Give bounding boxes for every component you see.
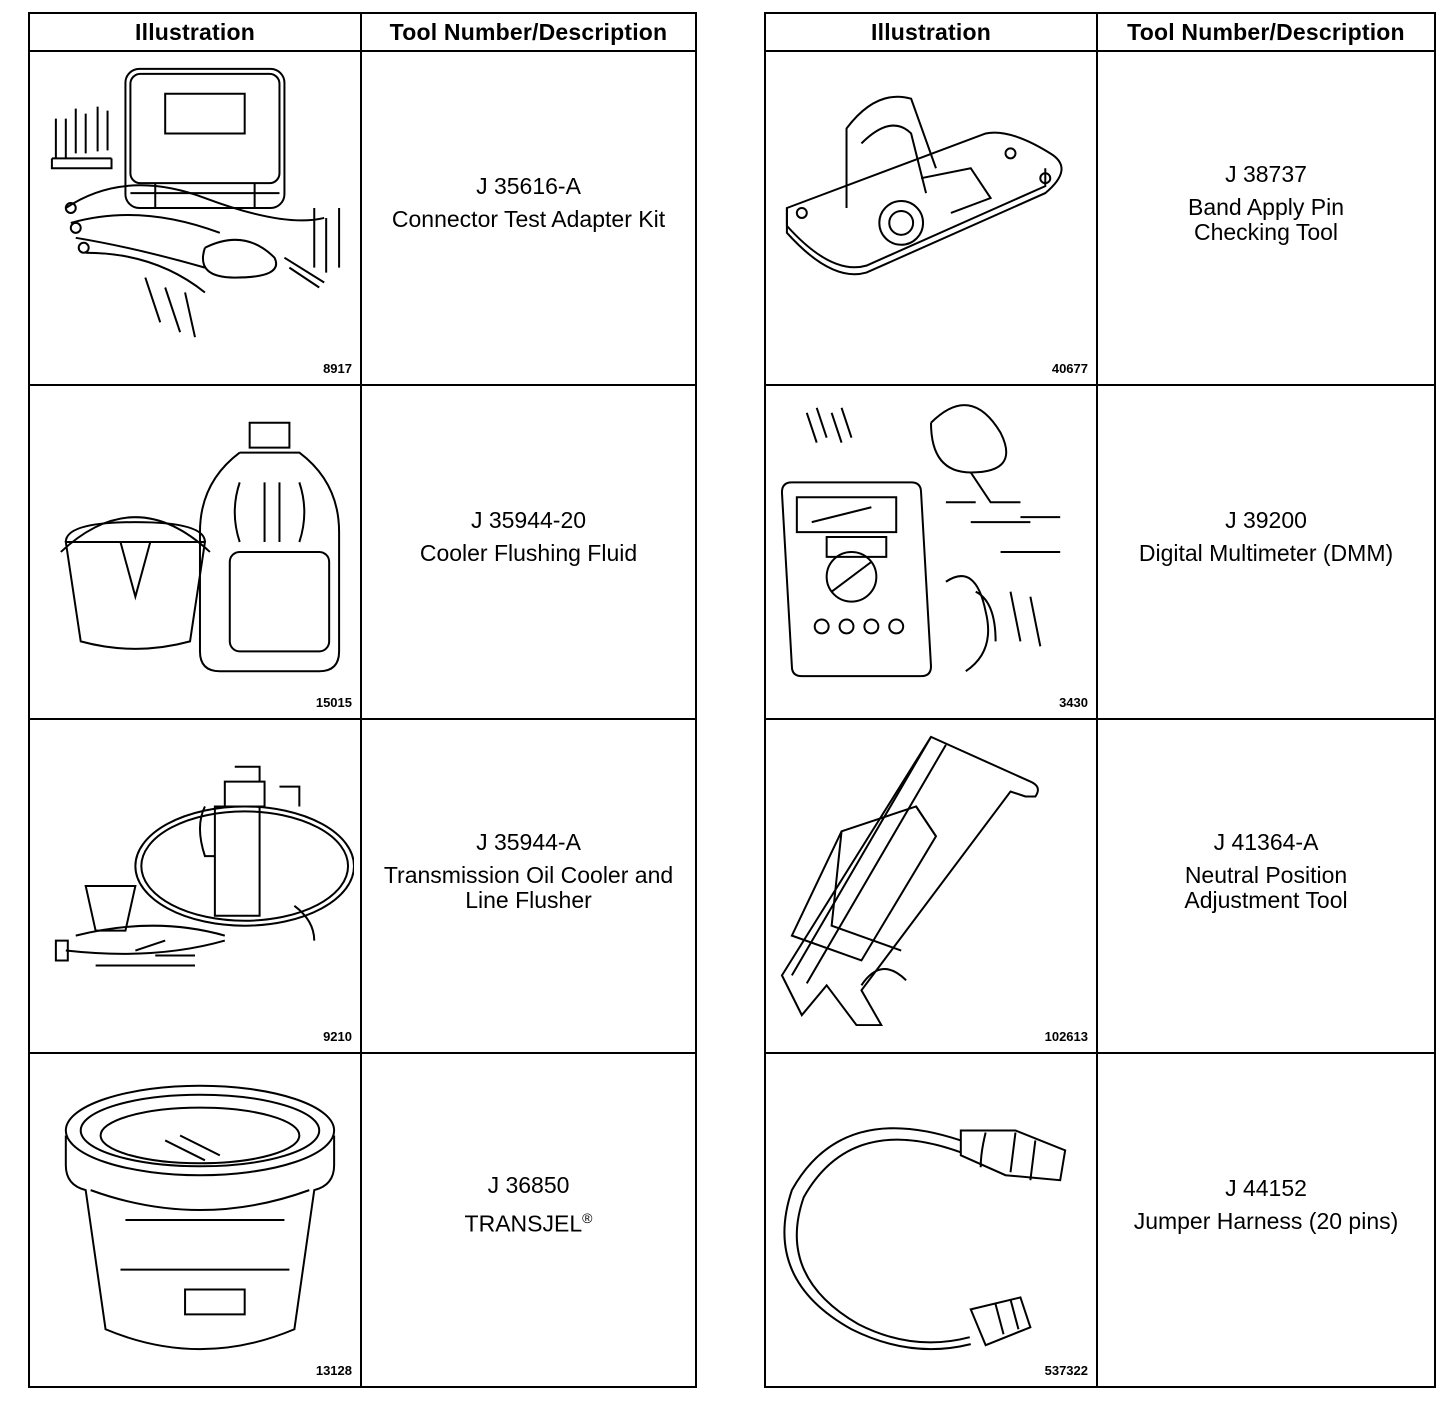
tool-number: J 38737: [1225, 160, 1307, 187]
oil-cooler-flusher-icon: [36, 726, 354, 1026]
tool-number: J 35616-A: [476, 173, 581, 199]
tool-description-cell: J 38737 Band Apply Pin Checking Tool: [1096, 50, 1436, 386]
header-row: Illustration Tool Number/Description: [28, 12, 697, 52]
table-row: 40677 J 38737 Band Apply Pin Checking To…: [764, 50, 1436, 386]
tool-number: J 39200: [1225, 507, 1307, 533]
tool-description: Connector Test Adapter Kit: [391, 206, 666, 232]
figure-number: 537322: [1044, 1363, 1088, 1378]
table-row: 9210 J 35944-A Transmission Oil Cooler a…: [28, 718, 697, 1054]
illustration-cell: 15015: [28, 384, 362, 720]
figure-number: 8917: [323, 361, 352, 376]
tool-description-cell: J 35616-A Connector Test Adapter Kit: [360, 50, 697, 386]
tool-number: J 35944-20: [470, 507, 587, 533]
tool-description: Cooler Flushing Fluid: [419, 540, 638, 566]
table-row: 13128 J 36850 TRANSJEL®: [28, 1052, 697, 1388]
tool-header: Tool Number/Description: [1096, 12, 1436, 52]
table-row: 3430 J 39200 Digital Multimeter (DMM): [764, 384, 1436, 720]
illustration-cell: 40677: [764, 50, 1098, 386]
illustration-cell: 102613: [764, 718, 1098, 1054]
illustration-header: Illustration: [28, 12, 362, 52]
illustration-cell: 9210: [28, 718, 362, 1054]
table-row: 15015 J 35944-20 Cooler Flushing Fluid: [28, 384, 697, 720]
connector-test-kit-icon: [36, 58, 354, 358]
tool-number: J 41364-A: [1213, 828, 1319, 855]
table-row: 8917 J 35616-A Connector Test Adapter Ki…: [28, 50, 697, 386]
illustration-cell: 8917: [28, 50, 362, 386]
tool-number: J 35944-A: [476, 828, 581, 855]
transjel-tub-icon: [36, 1060, 354, 1360]
digital-multimeter-icon: [772, 392, 1090, 692]
tool-number: J 44152: [1225, 1175, 1307, 1201]
tool-description-cell: J 35944-A Transmission Oil Cooler and Li…: [360, 718, 697, 1054]
tools-table-left: Illustration Tool Number/Description: [28, 12, 697, 1388]
jumper-harness-icon: [772, 1060, 1090, 1360]
tools-table-right: Illustration Tool Number/Description: [764, 12, 1436, 1388]
table-row: 537322 J 44152 Jumper Harness (20 pins): [764, 1052, 1436, 1388]
tool-description-cell: J 41364-A Neutral Position Adjustment To…: [1096, 718, 1436, 1054]
tool-description-cell: J 44152 Jumper Harness (20 pins): [1096, 1052, 1436, 1388]
illustration-cell: 537322: [764, 1052, 1098, 1388]
figure-number: 15015: [315, 695, 352, 710]
tool-description: Band Apply Pin Checking Tool: [1187, 193, 1344, 245]
tool-description: Digital Multimeter (DMM): [1138, 540, 1394, 566]
tool-description-cell: J 36850 TRANSJEL®: [360, 1052, 697, 1388]
band-apply-pin-tool-icon: [772, 58, 1090, 358]
flushing-fluid-jug-icon: [36, 392, 354, 692]
figure-number: 9210: [323, 1029, 352, 1044]
tool-description: Jumper Harness (20 pins): [1133, 1208, 1399, 1234]
figure-number: 3430: [1059, 695, 1088, 710]
tool-number: J 36850: [487, 1172, 570, 1199]
figure-number: 40677: [1051, 361, 1088, 376]
table-row: 102613 J 41364-A Neutral Position Adjust…: [764, 718, 1436, 1054]
figure-number: 13128: [315, 1363, 352, 1378]
tool-description-cell: J 35944-20 Cooler Flushing Fluid: [360, 384, 697, 720]
neutral-position-tool-icon: [772, 726, 1090, 1026]
tool-description: Neutral Position Adjustment Tool: [1184, 861, 1348, 913]
tool-description-cell: J 39200 Digital Multimeter (DMM): [1096, 384, 1436, 720]
illustration-cell: 13128: [28, 1052, 362, 1388]
figure-number: 102613: [1044, 1029, 1088, 1044]
tool-description: TRANSJEL®: [464, 1210, 593, 1237]
tool-header: Tool Number/Description: [360, 12, 697, 52]
tool-description: Transmission Oil Cooler and Line Flusher: [383, 861, 674, 913]
illustration-cell: 3430: [764, 384, 1098, 720]
header-row: Illustration Tool Number/Description: [764, 12, 1436, 52]
illustration-header: Illustration: [764, 12, 1098, 52]
